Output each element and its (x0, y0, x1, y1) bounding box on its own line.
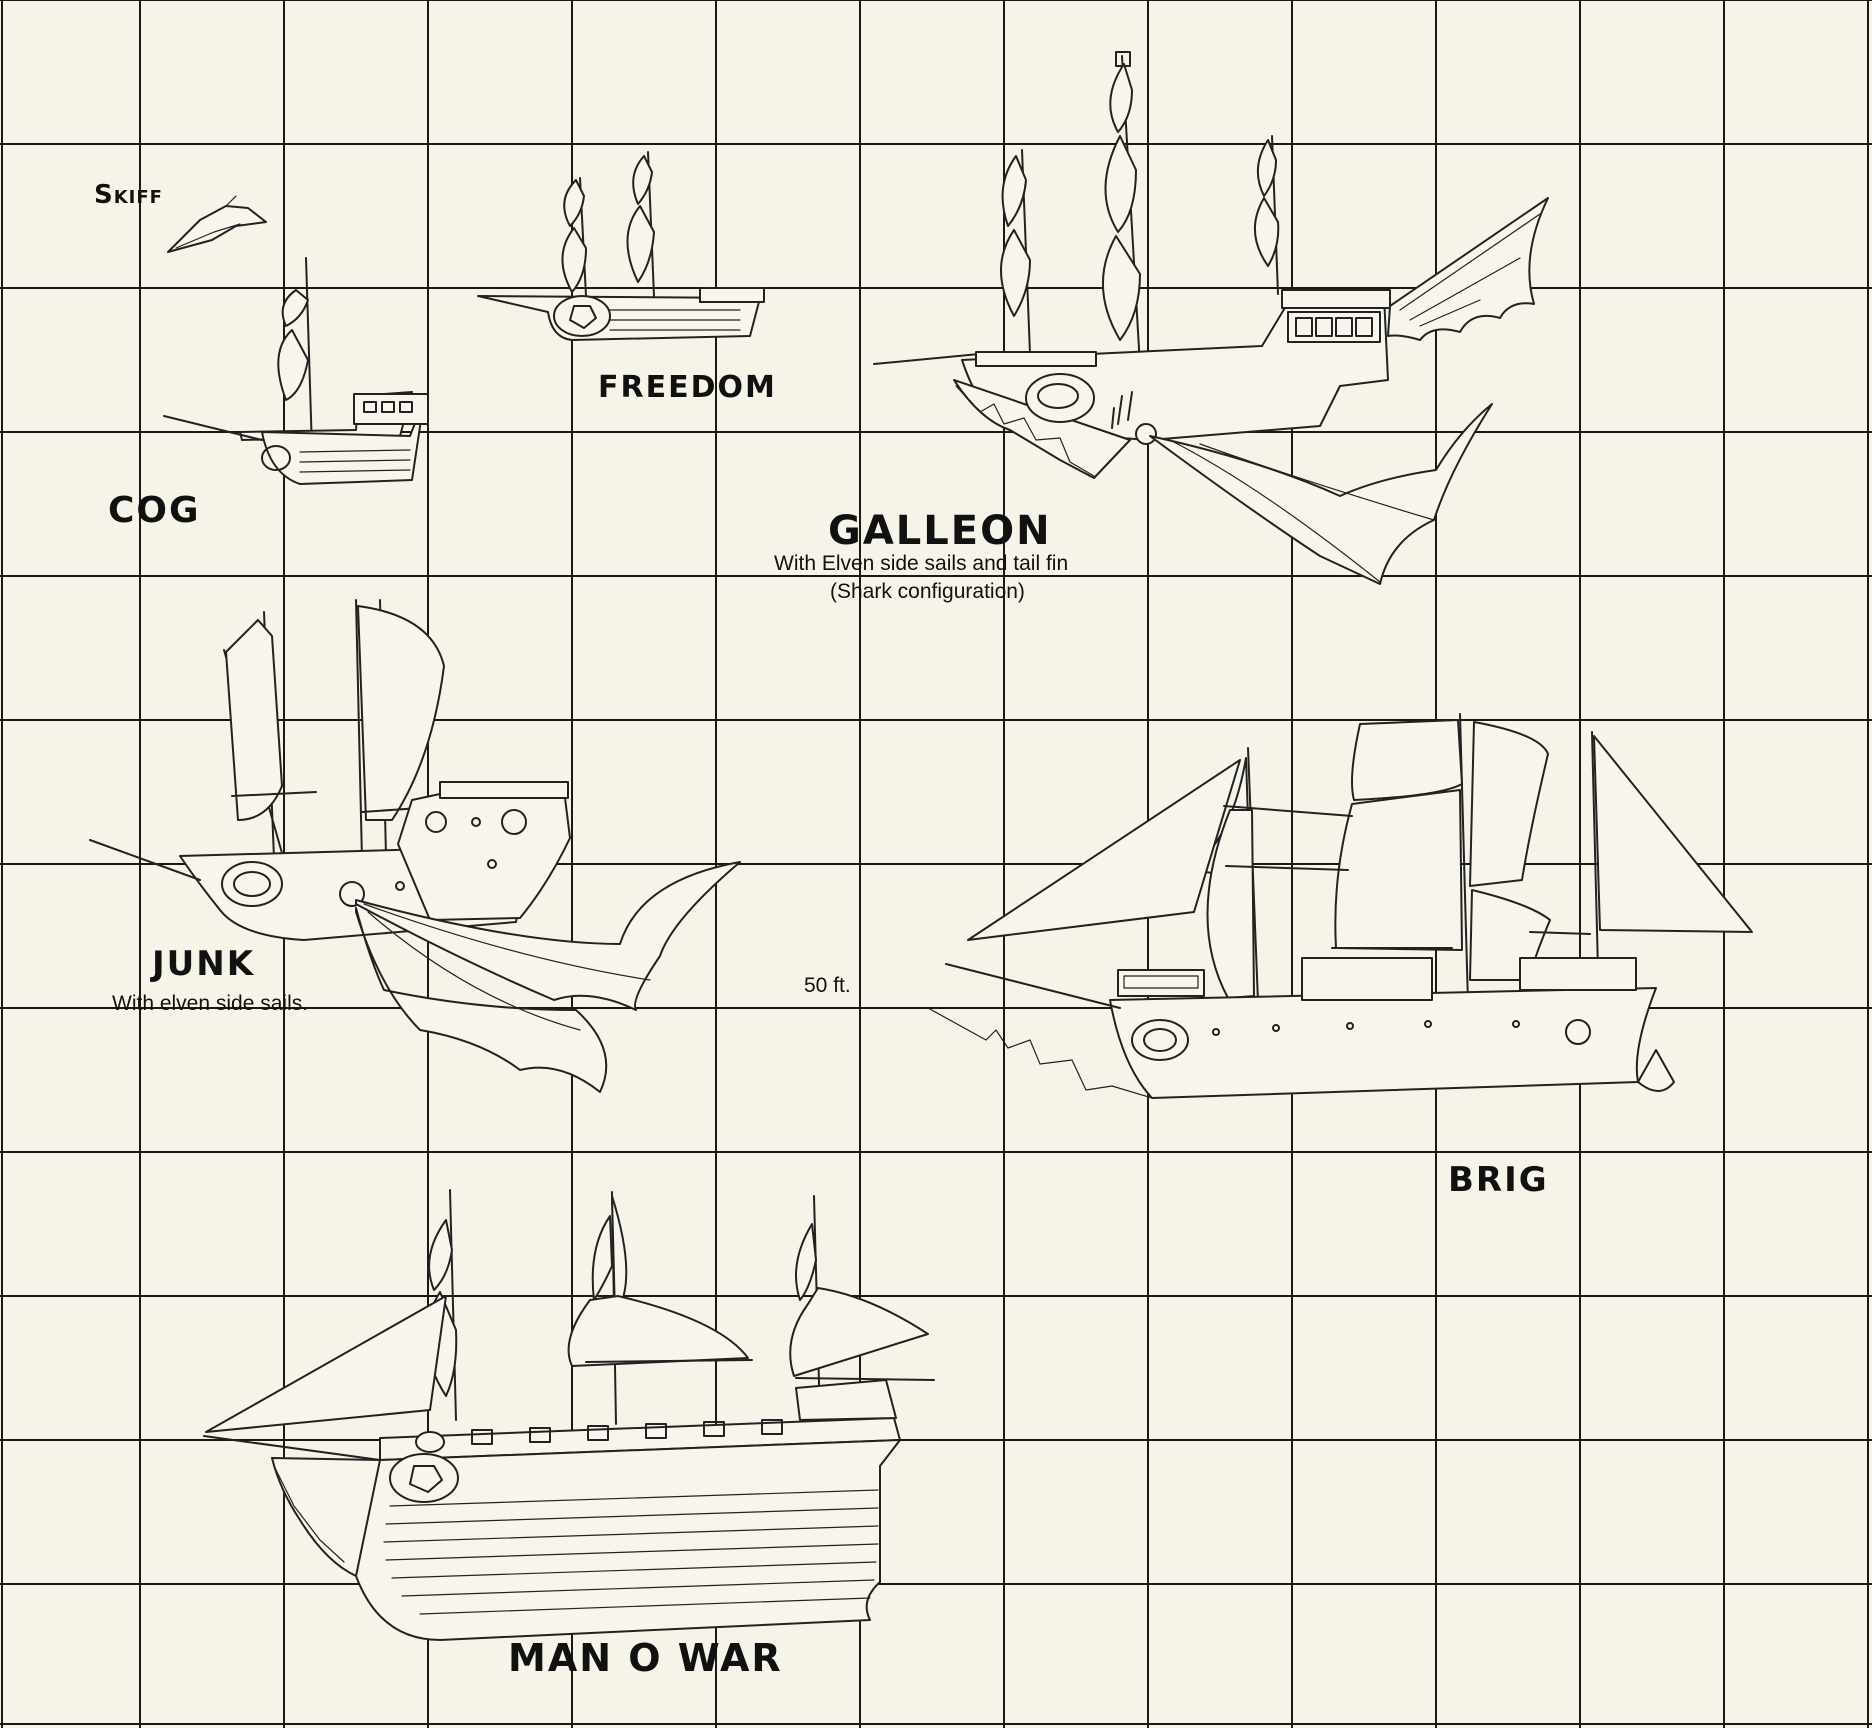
junk-drawing (89, 599, 741, 1093)
junk-note: With elven side sails. (112, 992, 309, 1015)
scale-label: 50 ft. (804, 974, 851, 997)
galleon-note-1: With Elven side sails and tail fin (774, 552, 1069, 575)
brig-drawing (927, 713, 1753, 1099)
junk-label: JUNK (152, 944, 256, 984)
galleon-drawing (873, 51, 1549, 585)
man-o-war-label: MAN O WAR (508, 1636, 783, 1680)
brig-label: BRIG (1448, 1160, 1549, 1200)
freedom-label: FREEDOM (598, 370, 777, 405)
man-o-war-drawing (203, 1189, 935, 1641)
cog-label: COG (108, 490, 201, 531)
galleon-note-2: (Shark configuration) (830, 580, 1025, 603)
freedom-drawing (477, 151, 765, 341)
skiff-drawing (167, 195, 267, 253)
galleon-label: GALLEON (828, 508, 1052, 554)
skiff-label: Skiff (94, 180, 163, 210)
cog-drawing (163, 257, 429, 485)
